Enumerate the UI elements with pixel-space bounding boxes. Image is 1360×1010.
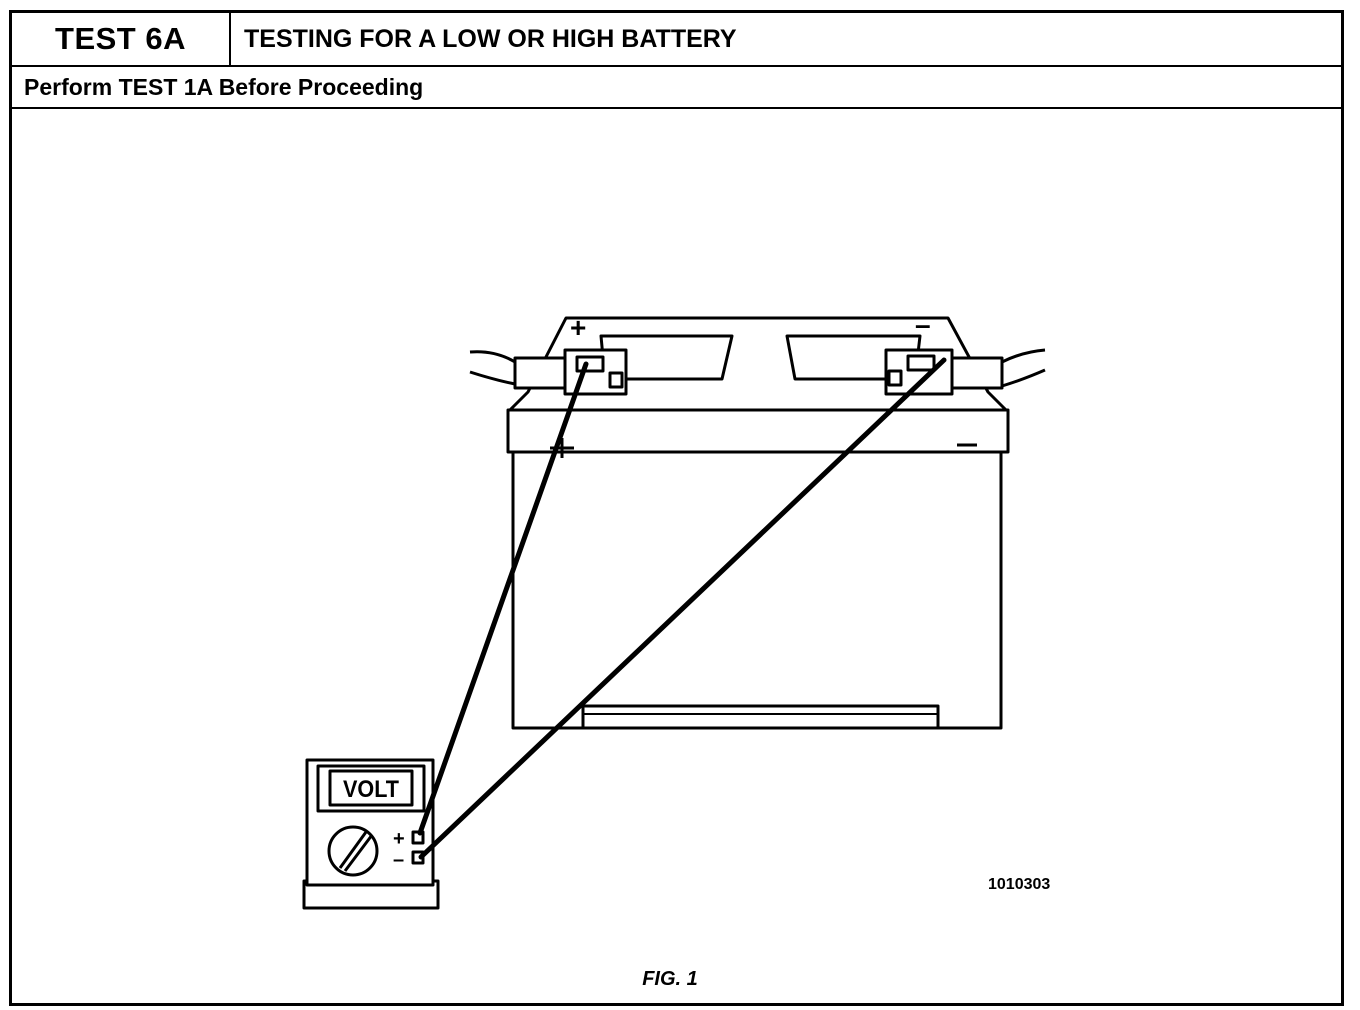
- positive-test-lead: [417, 361, 589, 836]
- meter-display: [328, 769, 414, 807]
- page-frame: TEST 6A TESTING FOR A LOW OR HIGH BATTER…: [9, 10, 1344, 1006]
- battery-top-rim: [506, 408, 1010, 454]
- voltmeter: [302, 758, 440, 910]
- meter-display-label: VOLT: [343, 776, 399, 803]
- prerequisite-row: Perform TEST 1A Before Proceeding: [12, 67, 1341, 109]
- meter-plus-label: +: [393, 828, 405, 850]
- battery-case: [511, 450, 1003, 730]
- test-id: TEST 6A: [12, 13, 231, 65]
- prerequisite-note: Perform TEST 1A Before Proceeding: [24, 73, 424, 100]
- positive-cable-clamp: [469, 348, 628, 396]
- test-leads: [417, 357, 947, 860]
- meter-minus-label: –: [393, 849, 404, 871]
- header-row: TEST 6A TESTING FOR A LOW OR HIGH BATTER…: [12, 13, 1341, 67]
- battery-minus-mark: –: [915, 309, 931, 340]
- negative-cable-clamp: [884, 348, 1046, 396]
- figure-caption: FIG. 1: [642, 968, 698, 990]
- page-title: TESTING FOR A LOW OR HIGH BATTERY: [244, 24, 737, 53]
- negative-test-lead: [418, 357, 947, 860]
- battery-plus-mark: +: [570, 312, 586, 343]
- part-number: 1010303: [988, 876, 1050, 893]
- battery-base: [581, 704, 940, 728]
